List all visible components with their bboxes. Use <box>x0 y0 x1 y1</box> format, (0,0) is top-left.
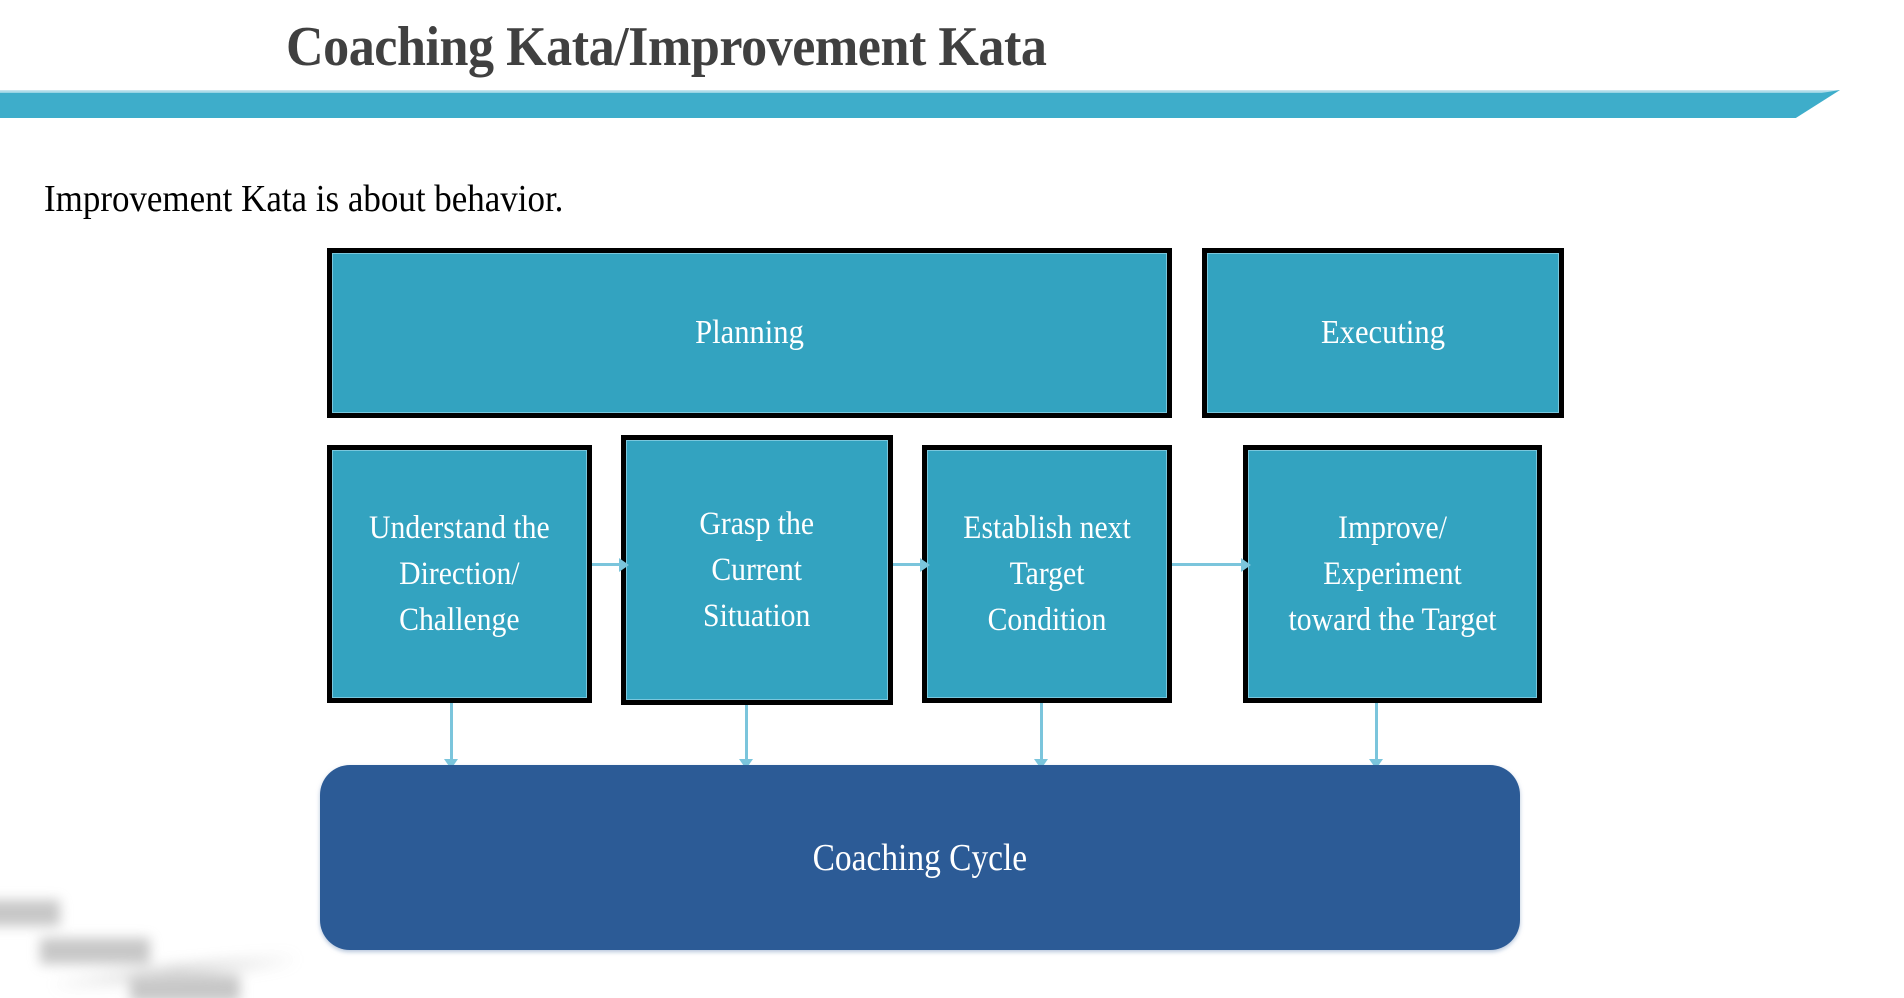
step-box-understand-direction[interactable]: Understand the Direction/ Challenge <box>327 445 592 703</box>
title-banner <box>0 90 1840 118</box>
arrow-down-icon-step2-to-cycle <box>739 705 753 769</box>
artifact-bar <box>130 976 240 998</box>
artifact-bar <box>0 900 60 926</box>
step-line-3: Condition <box>987 602 1107 638</box>
arrow-down-icon-step1-to-cycle <box>444 703 458 769</box>
arrow-right-icon-step2-to-step3 <box>893 558 930 572</box>
banner-highlight <box>0 90 1840 93</box>
phase-label-planning: Planning <box>695 314 804 351</box>
arrow-right-icon-step3-to-step4 <box>1172 558 1251 572</box>
phase-box-planning[interactable]: Planning <box>327 248 1172 418</box>
page-title: Coaching Kata/Improvement Kata <box>286 16 1047 78</box>
phase-box-executing[interactable]: Executing <box>1202 248 1564 418</box>
banner-bar <box>0 90 1840 118</box>
step-line-3: Situation <box>703 598 811 634</box>
coaching-cycle-label: Coaching Cycle <box>812 836 1028 879</box>
step-line-1: Improve/ <box>1338 510 1447 546</box>
step-line-3: toward the Target <box>1288 602 1497 638</box>
artifact-bar <box>40 938 150 964</box>
step-label-grasp-current-situation: Grasp the Current Situation <box>700 501 815 639</box>
arrow-down-icon-step4-to-cycle <box>1369 703 1383 769</box>
arrow-down-icon-step3-to-cycle <box>1034 703 1048 769</box>
step-label-improve-experiment: Improve/ Experiment toward the Target <box>1289 505 1497 643</box>
step-line-3: Challenge <box>399 602 520 638</box>
step-line-1: Understand the <box>369 510 550 546</box>
step-line-2: Target <box>1009 556 1085 592</box>
artifact-sweep <box>49 950 301 994</box>
background-artifact-image <box>0 886 310 998</box>
step-line-2: Experiment <box>1323 556 1462 592</box>
step-box-establish-target-condition[interactable]: Establish next Target Condition <box>922 445 1172 703</box>
step-line-2: Direction/ <box>399 556 520 592</box>
arrow-right-icon-step1-to-step2 <box>592 558 629 572</box>
step-line-2: Current <box>711 552 803 588</box>
step-label-understand-direction: Understand the Direction/ Challenge <box>369 505 550 643</box>
phase-label-executing: Executing <box>1320 314 1446 351</box>
step-box-improve-experiment[interactable]: Improve/ Experiment toward the Target <box>1243 445 1542 703</box>
step-box-grasp-current-situation[interactable]: Grasp the Current Situation <box>621 435 893 705</box>
step-label-establish-target-condition: Establish next Target Condition <box>963 505 1130 643</box>
coaching-cycle-box[interactable]: Coaching Cycle <box>320 765 1520 950</box>
step-line-1: Grasp the <box>699 506 815 542</box>
step-line-1: Establish next <box>963 510 1131 546</box>
intro-text: Improvement Kata is about behavior. <box>44 178 564 220</box>
